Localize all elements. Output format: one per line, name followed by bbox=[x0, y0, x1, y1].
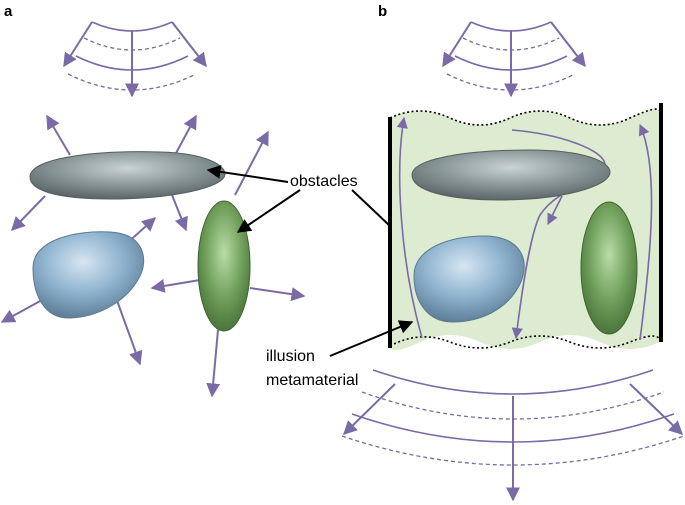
obstacles-b bbox=[411, 149, 638, 335]
blue-obstacle-a bbox=[32, 231, 145, 319]
incident-wavefront-b bbox=[442, 21, 586, 98]
wave-arrow-right bbox=[171, 21, 207, 68]
panel-label-a: a bbox=[4, 3, 13, 20]
blue-obstacle-b bbox=[413, 235, 525, 323]
gray-obstacle-a bbox=[29, 151, 226, 200]
pointer-metamaterial bbox=[329, 320, 414, 357]
scattered-waves-a bbox=[0, 114, 306, 398]
obstacles-label: obstacles bbox=[290, 173, 358, 190]
illusion-label-line2: metamaterial bbox=[266, 372, 358, 389]
gray-obstacle-b bbox=[411, 149, 611, 201]
outgoing-wavefront-b bbox=[341, 369, 685, 502]
pointer-green-obstacle bbox=[236, 189, 301, 233]
incident-wavefront-a bbox=[63, 21, 207, 98]
green-obstacle-b bbox=[580, 201, 638, 335]
obstacles-a bbox=[29, 151, 251, 332]
green-obstacle-a bbox=[197, 200, 251, 332]
illusion-label-line1: illusion bbox=[266, 348, 315, 365]
panel-label-b: b bbox=[378, 3, 387, 20]
wave-arrow-left bbox=[63, 21, 93, 68]
metamaterial-top-boundary bbox=[389, 108, 661, 126]
pointer-gray-obstacle bbox=[206, 164, 289, 183]
